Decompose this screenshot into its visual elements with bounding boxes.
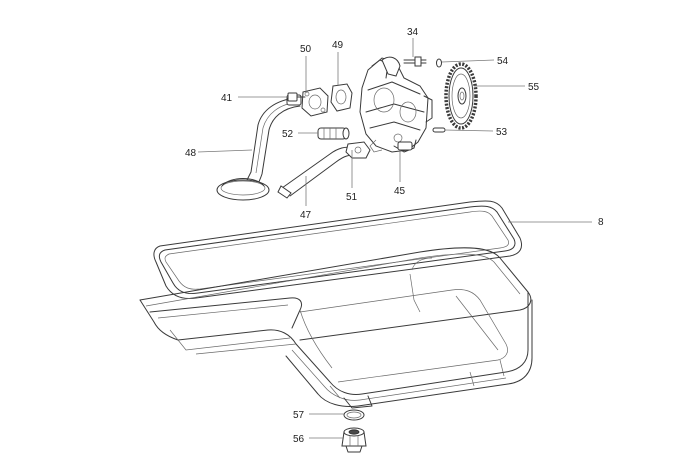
bolt-41	[287, 92, 306, 102]
callout-45: 45	[394, 186, 406, 197]
coupler-52	[317, 127, 350, 140]
callout-54: 54	[497, 56, 509, 67]
o-ring-54	[436, 58, 442, 68]
callout-57: 57	[293, 410, 305, 421]
drain-plug-56	[341, 427, 367, 453]
oil-pump-body	[359, 56, 433, 153]
tube-fitting-51	[345, 141, 371, 159]
pickup-flange	[301, 87, 329, 117]
leader-54	[441, 59, 495, 63]
callout-labels: 8 34 41 45 47 48 49 50 51 52 53 54 55 56…	[185, 27, 604, 445]
callout-47: 47	[300, 210, 312, 221]
callout-51: 51	[346, 192, 358, 203]
callout-49: 49	[332, 40, 344, 51]
callout-34: 34	[407, 27, 419, 38]
callout-50: 50	[300, 44, 312, 55]
leader-lines	[197, 38, 592, 439]
callout-56: 56	[293, 434, 305, 445]
leader-48	[197, 149, 253, 153]
callout-52: 52	[282, 129, 294, 140]
oil-pan-gasket	[153, 200, 523, 299]
oil-tube-47	[277, 146, 357, 199]
callout-8: 8	[598, 217, 604, 228]
dowel-pin-53	[432, 127, 446, 133]
callout-48: 48	[185, 148, 197, 159]
callout-55: 55	[528, 82, 540, 93]
stud-34	[403, 56, 427, 67]
sealing-washer-57	[343, 409, 365, 421]
oil-pan	[139, 247, 533, 409]
oil-pickup-tube	[216, 94, 302, 201]
drive-gear	[444, 62, 478, 130]
callout-41: 41	[221, 93, 233, 104]
pickup-gasket	[330, 83, 353, 112]
leader-53	[444, 129, 494, 132]
callout-53: 53	[496, 127, 508, 138]
